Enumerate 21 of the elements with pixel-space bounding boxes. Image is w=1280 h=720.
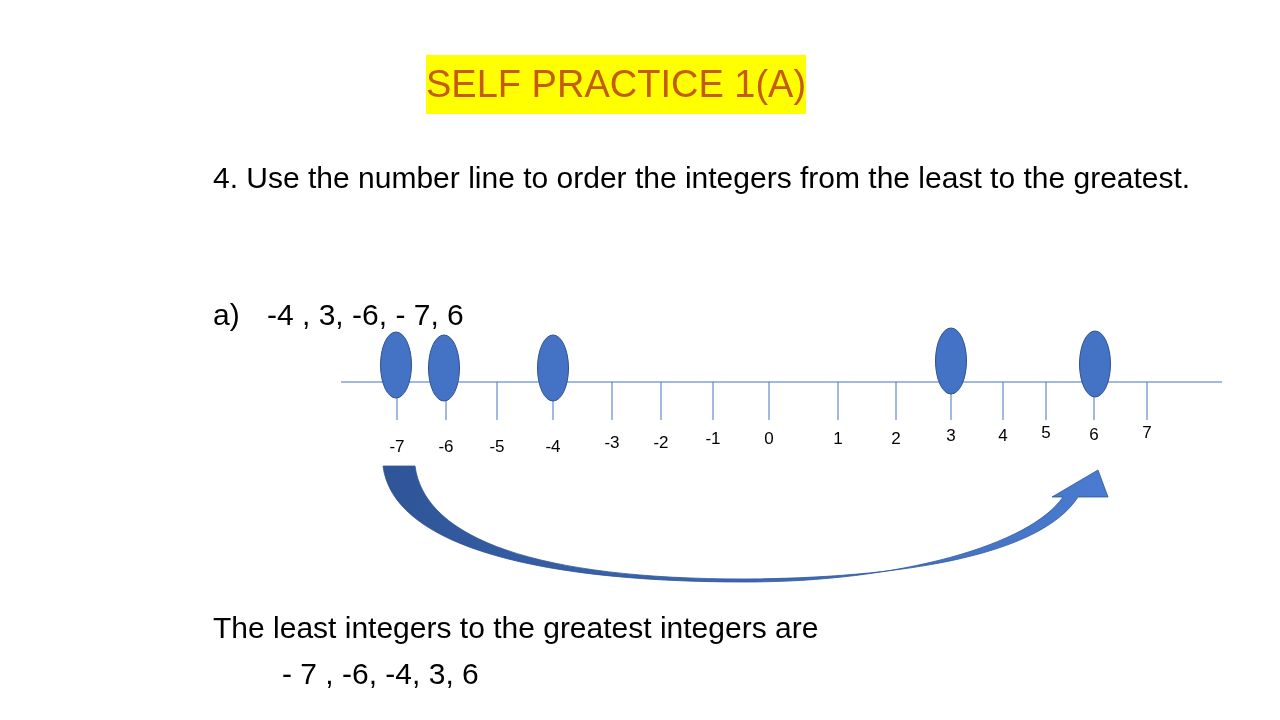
tick-label: 0 (763, 429, 775, 449)
tick-label: 2 (890, 429, 902, 449)
tick-label: -7 (388, 437, 406, 457)
tick-label: 7 (1141, 423, 1153, 443)
tick-label: 3 (945, 426, 957, 446)
tick-label: 1 (832, 429, 844, 449)
tick-label: -4 (544, 437, 562, 457)
title: SELF PRACTICE 1(A) (426, 55, 806, 114)
tick-label: -6 (437, 437, 455, 457)
tick-label: -2 (652, 433, 670, 453)
tick-label: -3 (603, 433, 621, 453)
tick-label: 6 (1088, 425, 1100, 445)
answer-text: The least integers to the greatest integers are (213, 610, 819, 646)
question-text: 4. Use the number line to order the integers from the least to the greatest. (213, 160, 1192, 196)
tick-label: -5 (488, 437, 506, 457)
ordered-list: - 7 , -6, -4, 3, 6 (282, 651, 479, 696)
tick-label: -1 (704, 429, 722, 449)
tick-label: 4 (997, 426, 1009, 446)
tick-label: 5 (1040, 423, 1052, 443)
number-list: -4 , 3, -6, - 7, 6 (267, 292, 464, 337)
item-letter: a) (213, 297, 240, 333)
